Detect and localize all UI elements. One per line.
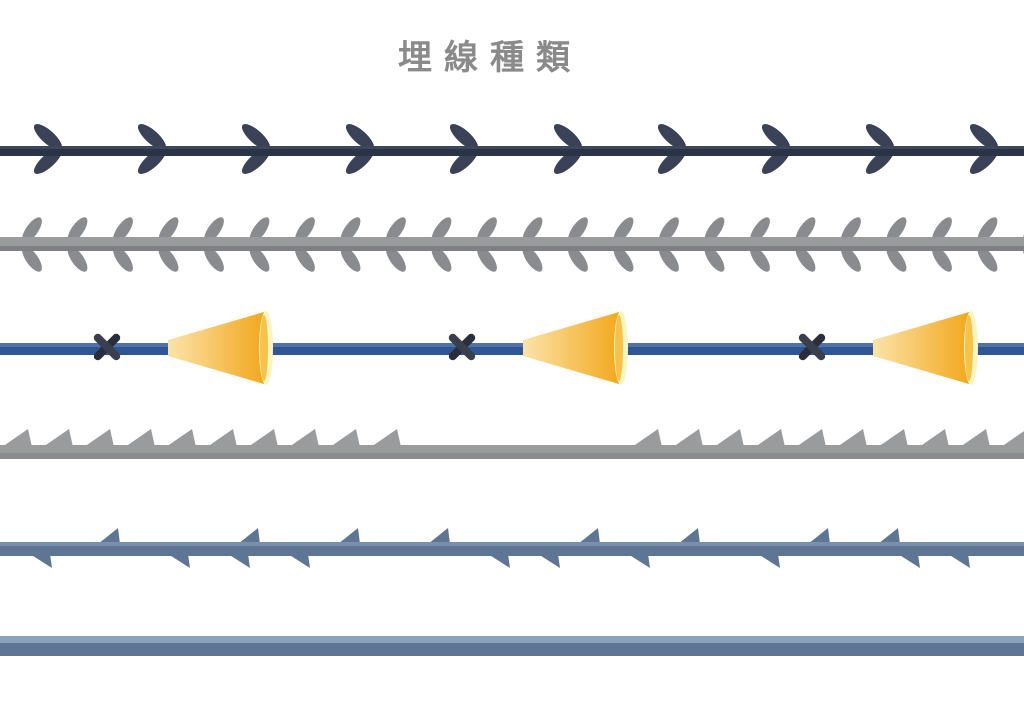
spike-up <box>338 528 360 544</box>
spike <box>673 429 703 447</box>
thread-navy-arrow-barbed <box>0 124 1024 174</box>
double-barb <box>431 217 452 272</box>
spike-down <box>168 554 190 568</box>
spike-up <box>678 528 700 544</box>
double-barb <box>977 217 998 272</box>
thread-line <box>0 146 1024 156</box>
thread-gray-double-barbed <box>0 217 1024 272</box>
double-barb <box>886 217 907 272</box>
spike-down <box>228 554 250 568</box>
double-barb <box>750 217 770 272</box>
cone <box>168 311 273 385</box>
double-barb <box>522 217 543 272</box>
thread-gray-spiked <box>0 429 1024 459</box>
spike <box>960 429 990 447</box>
double-barb <box>659 217 679 272</box>
spike <box>125 429 155 447</box>
double-barb <box>295 217 315 272</box>
spike <box>2 429 32 447</box>
double-barb <box>613 217 634 272</box>
spike-down <box>628 554 650 568</box>
double-barb <box>795 217 816 272</box>
spike-up <box>878 528 900 544</box>
thread-blue-cone-knotted <box>0 311 1024 385</box>
spike <box>166 429 196 447</box>
spike <box>289 429 319 447</box>
spike-down <box>898 554 920 568</box>
spike-up <box>578 528 600 544</box>
knot <box>448 333 476 361</box>
page-title: 埋線種類 <box>398 38 582 78</box>
spike <box>632 429 662 447</box>
double-barb <box>841 217 861 272</box>
thread-line-highlight <box>0 343 1024 347</box>
knot <box>798 333 826 361</box>
thread-slate-alternating-spiked <box>0 528 1024 568</box>
spike <box>330 429 360 447</box>
thread-line-highlight <box>0 636 1024 643</box>
double-barb <box>22 217 42 272</box>
spike <box>207 429 237 447</box>
cone <box>523 311 628 385</box>
spike <box>248 429 278 447</box>
spike <box>1001 431 1024 447</box>
double-barb <box>249 217 270 272</box>
spike-up <box>808 528 830 544</box>
spike <box>371 429 401 447</box>
spike <box>714 429 744 447</box>
spike-down <box>948 554 970 568</box>
spike-up <box>428 528 450 544</box>
spike <box>796 429 826 447</box>
double-barb <box>204 217 224 272</box>
cone <box>873 311 978 385</box>
double-barb <box>340 217 361 272</box>
spike <box>878 429 908 447</box>
spike-down <box>30 554 52 568</box>
spike-down <box>758 554 780 568</box>
double-barb <box>67 217 88 272</box>
double-barb <box>386 217 406 272</box>
spike-up <box>98 528 120 544</box>
double-barb <box>932 217 952 272</box>
thread-line-highlight <box>0 146 1024 149</box>
spike-down <box>538 554 560 568</box>
thread-line-shadow <box>0 453 1024 459</box>
spike <box>837 429 867 447</box>
double-barb <box>704 217 725 272</box>
spike <box>43 429 73 447</box>
spike-down <box>288 554 310 568</box>
spike <box>84 429 114 447</box>
spike-down <box>488 554 510 568</box>
double-barb <box>477 217 497 272</box>
thread-slate-plain <box>0 636 1024 656</box>
double-barb <box>158 217 179 272</box>
spike <box>919 429 949 447</box>
double-barb <box>113 217 133 272</box>
thread-line-shadow <box>0 246 1024 251</box>
spike <box>755 429 785 447</box>
spike-up <box>238 528 260 544</box>
thread-line-highlight <box>0 542 1024 546</box>
double-barb <box>568 217 588 272</box>
knot <box>93 333 121 361</box>
